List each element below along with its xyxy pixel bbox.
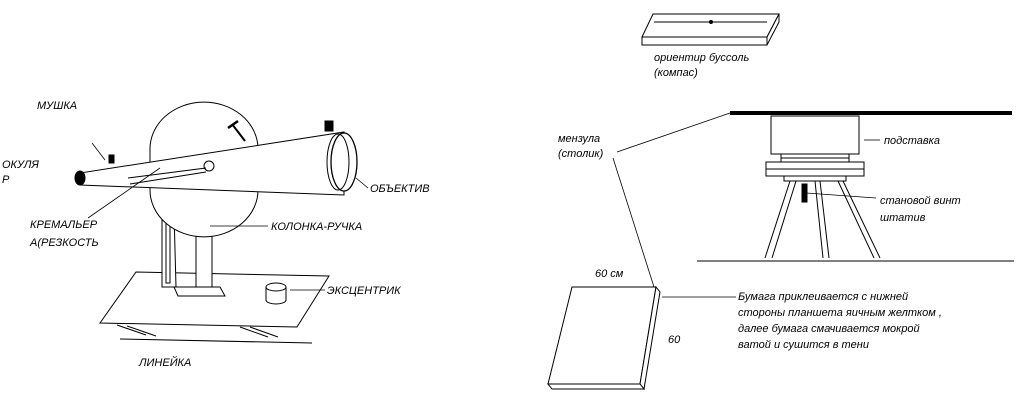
label-kremalier-2: А(РЕЗКОСТЬ (29, 237, 99, 249)
label-objective: ОБЪЕКТИВ (370, 183, 430, 195)
plane-table (697, 111, 1014, 262)
ruler-rails (116, 324, 313, 344)
label-okular-1: ОКУЛЯ (2, 159, 39, 171)
telescope-instrument (74, 101, 358, 344)
label-mushka: МУШКА (37, 100, 77, 112)
column-foot (173, 286, 226, 297)
eccentric-cylinder (265, 282, 287, 305)
label-size-top: 60 см (595, 268, 624, 280)
front-sight (108, 154, 115, 164)
label-menzula-1: мензула (558, 133, 600, 145)
stand-box (770, 115, 860, 155)
focus-knob (203, 160, 215, 172)
tripod-legs (764, 180, 881, 259)
label-compass-2: (компас) (654, 67, 698, 79)
label-note-3: далее бумага смачивается мокрой (738, 323, 920, 335)
label-ruler: ЛИНЕЙКА (138, 356, 191, 369)
label-stand: подставка (884, 135, 940, 147)
base-plate (99, 271, 330, 328)
left-labels: МУШКА ОКУЛЯ Р ОБЪЕКТИВ КРЕМАЛЬЕР А(РЕЗКО… (2, 100, 430, 369)
label-okular-2: Р (2, 174, 10, 186)
label-kremalier-1: КРЕМАЛЬЕР (30, 219, 98, 231)
label-note-1: Бумага приклеивается с нижней (738, 291, 908, 303)
left-leaders (74, 142, 369, 291)
label-screw: становой винт (880, 195, 961, 207)
rear-sight (324, 120, 334, 132)
clamp-lever (231, 123, 246, 142)
label-compass-1: ориентир буссоль (654, 52, 750, 64)
label-tripod: штатив (880, 212, 926, 224)
label-note-4: ватой и сушится в тени (738, 339, 869, 351)
right-labels: ориентир буссоль (компас) мензула (столи… (558, 52, 961, 351)
label-eccentric: ЭКСЦЕНТРИК (327, 285, 401, 297)
eyepiece (74, 170, 86, 186)
label-column: КОЛОНКА-РУЧКА (271, 221, 362, 233)
label-note-2: стороны планшета яичным желтком , (738, 307, 942, 319)
compass-box (641, 13, 780, 46)
drawing-board (546, 285, 661, 391)
right-leaders (612, 112, 880, 298)
objective-lens (330, 132, 358, 192)
label-menzula-2: (столик) (558, 148, 604, 160)
label-size-side: 60 (668, 334, 681, 346)
